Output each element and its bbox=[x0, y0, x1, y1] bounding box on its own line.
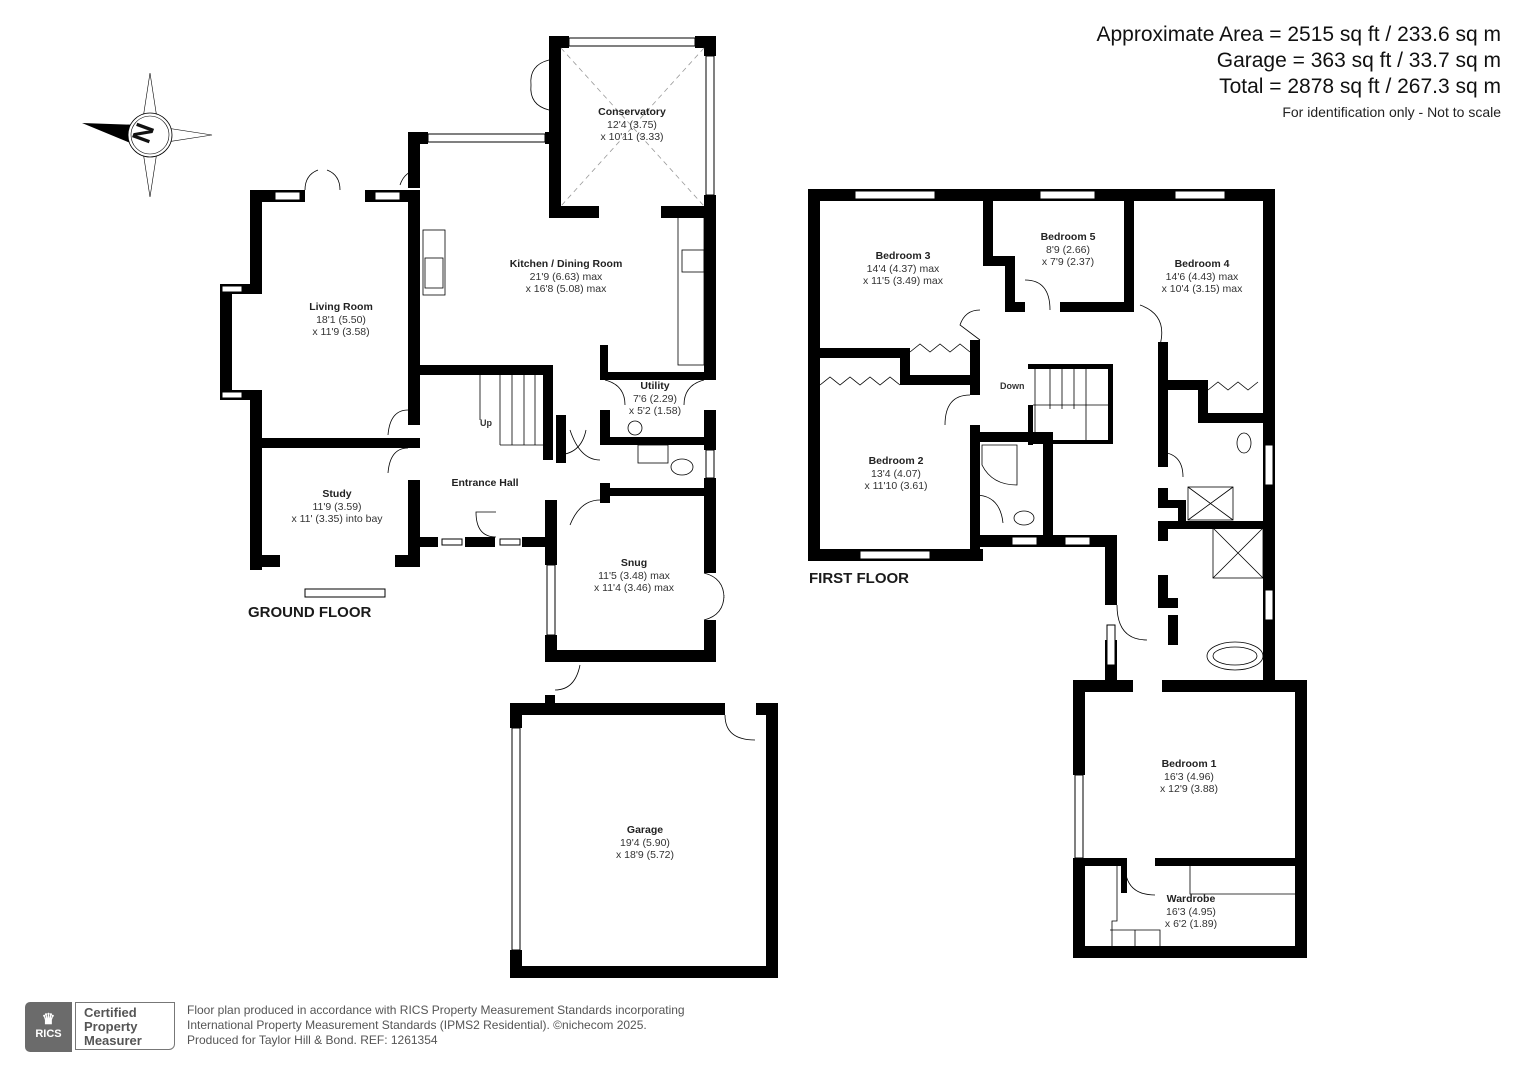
certified-measurer-badge: Certified Property Measurer bbox=[75, 1002, 175, 1050]
stairs-up-label: Up bbox=[480, 418, 492, 428]
total-area: Total = 2878 sq ft / 267.3 sq m bbox=[1219, 75, 1501, 98]
first-floor-title: FIRST FLOOR bbox=[809, 570, 909, 587]
room-garage: Garage 19'4 (5.90)x 18'9 (5.72) bbox=[615, 824, 675, 861]
room-entrance-hall: Entrance Hall bbox=[451, 477, 519, 489]
area-summary: Approximate Area = 2515 sq ft / 233.6 sq… bbox=[1097, 22, 1502, 124]
approx-area: Approximate Area = 2515 sq ft / 233.6 sq… bbox=[1096, 23, 1502, 46]
rics-lion-icon: ♛ bbox=[41, 1011, 56, 1028]
room-study: Study 11'9 (3.59)x 11' (3.35) into bay bbox=[291, 488, 383, 525]
compass-north-icon bbox=[82, 72, 213, 198]
rics-logo: ♛ RICS bbox=[25, 1002, 72, 1052]
garage-area: Garage = 363 sq ft / 33.7 sq m bbox=[1216, 49, 1501, 72]
room-bedroom-5: Bedroom 5 8'9 (2.66)x 7'9 (2.37) bbox=[1040, 231, 1096, 268]
scale-note: For identification only - Not to scale bbox=[1282, 104, 1501, 120]
ground-floor-title: GROUND FLOOR bbox=[248, 604, 372, 621]
room-utility: Utility 7'6 (2.29)x 5'2 (1.58) bbox=[628, 380, 682, 417]
room-conservatory: Conservatory 12'4 (3.75)x 10'11 (3.33) bbox=[598, 106, 666, 143]
room-wardrobe: Wardrobe 16'3 (4.95)x 6'2 (1.89) bbox=[1164, 893, 1218, 930]
room-bedroom-1: Bedroom 1 16'3 (4.96)x 12'9 (3.88) bbox=[1159, 758, 1219, 795]
stairs-down-label: Down bbox=[1000, 381, 1025, 391]
room-bedroom-2: Bedroom 2 13'4 (4.07)x 11'10 (3.61) bbox=[864, 455, 928, 492]
room-living-room: Living Room 18'1 (5.50)x 11'9 (3.58) bbox=[309, 301, 373, 338]
footer-disclaimer: Floor plan produced in accordance with R… bbox=[187, 1003, 685, 1047]
